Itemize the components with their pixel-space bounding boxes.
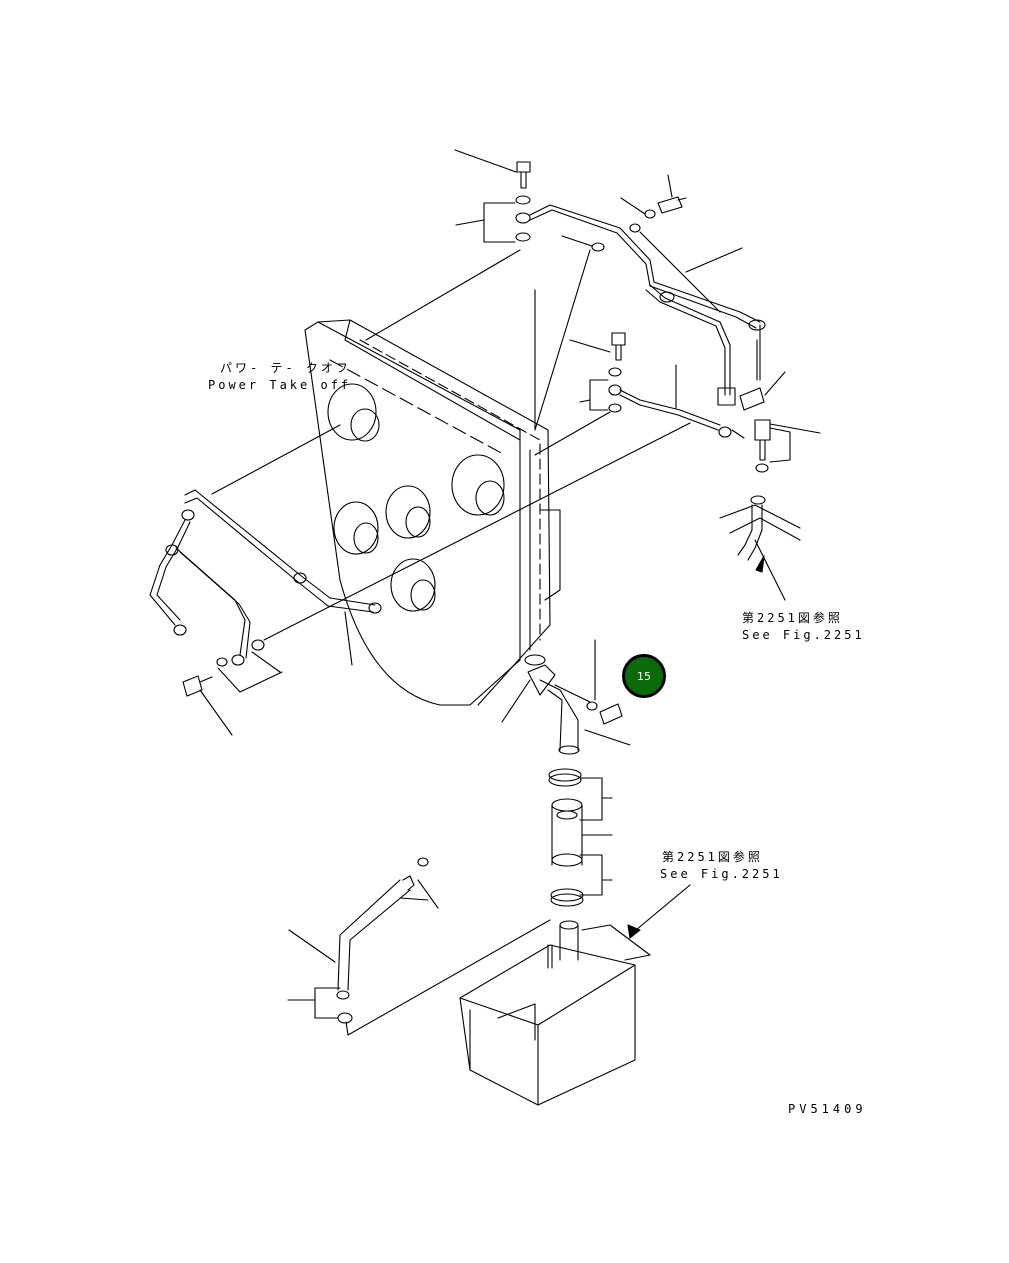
top-right-bolt: [620, 174, 743, 313]
pto-label-en: Power Take off: [208, 378, 352, 392]
tank: [347, 884, 691, 1106]
fig-ref-1-en: See Fig.2251: [742, 628, 865, 642]
lower-right-elbow: [719, 495, 801, 601]
part-callout-number: 15: [637, 669, 651, 683]
pto-leader: [365, 249, 521, 341]
fig-ref-1-jp: 第2251図参照: [742, 611, 843, 625]
fig-ref-2-jp: 第2251図参照: [662, 850, 763, 864]
fig-ref-2-en: See Fig.2251: [660, 867, 783, 881]
dipstick-tube: [287, 857, 439, 1036]
right-fittings: [717, 339, 821, 473]
left-bolt-group: [182, 422, 691, 736]
left-pipe-assembly: [149, 424, 382, 666]
center-leader: [534, 249, 591, 431]
upper-pipe: [529, 204, 766, 396]
top-bolt-group: [454, 149, 531, 243]
pto-label-jp: パワ- テ- クオフ: [220, 361, 351, 375]
filler-elbow: [501, 639, 631, 755]
drawing-code: PV51409: [788, 1102, 867, 1116]
hose-clamps: [548, 768, 613, 907]
middle-pipe: [534, 332, 721, 456]
pto-ports: [327, 383, 505, 612]
part-callout-15[interactable]: 15: [622, 654, 666, 698]
pto-housing: [304, 319, 561, 706]
